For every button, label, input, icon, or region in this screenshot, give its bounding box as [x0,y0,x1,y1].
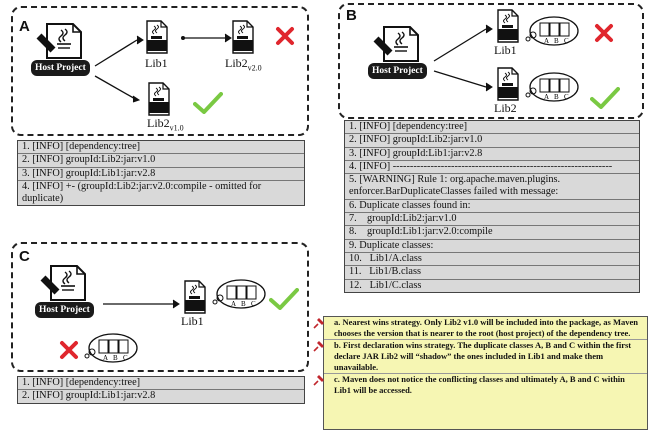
lib1-name: Lib1 [494,43,517,57]
check-icon-c [269,288,299,310]
cloud-letter: C [564,93,569,101]
lib2-v1-version: v1.0 [169,123,184,133]
panel-b: B Host Project Lib1 A B C Lib2 A B C [338,3,644,119]
log-line: 6. Duplicate classes found in: [345,200,639,214]
log-line: 1. [INFO] [dependency:tree] [18,377,304,391]
host-project-label: Host Project [35,302,94,318]
cloud-letter: C [564,37,569,45]
dependency-arrows [94,33,232,103]
log-c: 1. [INFO] [dependency:tree] 2. [INFO] gr… [17,376,305,404]
log-line: 10. Lib1/A.class [345,253,639,267]
jar-icon-lib1 [496,9,520,43]
cross-icon-b [594,23,614,43]
class-cloud-icon: A B C [84,333,138,363]
pin-icon [313,317,325,329]
lib2-v1-label: Lib2 [147,116,170,130]
jar-icon-lib1 [145,20,169,54]
host-project: Host Project [368,25,430,91]
log-line: 1. [INFO] [dependency:tree] [18,141,304,155]
jar-icon-lib1 [183,280,207,314]
cloud-letter: C [123,354,128,362]
log-b: 1. [INFO] [dependency:tree] 2. [INFO] gr… [344,120,640,293]
log-line: 2. [INFO] groupId:Lib2:jar:v1.0 [18,154,304,168]
cloud-letter: B [554,37,559,45]
pin-icon [313,340,325,352]
note-a-text: Nearest wins strategy. Only Lib2 v1.0 wi… [334,317,638,338]
log-line: 4. [INFO] ------------------------------… [345,161,639,175]
check-icon-a [193,92,223,114]
explanation-notes: a. Nearest wins strategy. Only Lib2 v1.0… [323,316,648,430]
panel-a-label: A [19,18,30,35]
dependency-arrows [103,299,180,309]
cloud-letter: A [544,37,549,45]
cloud-letter: B [554,93,559,101]
log-line: 3. [INFO] groupId:Lib1:jar:v2.8 [18,168,304,181]
note-b-text: First declaration wins strategy. The dup… [334,340,632,372]
lib1-name: Lib1 [145,56,168,70]
panel-a: A Host Project Lib1 Lib2v2.0 Lib2v1.0 [11,6,309,136]
note-c: c. Maven does not notice the conflicting… [324,373,647,396]
lib2-v1-name: Lib2v1.0 [147,116,184,132]
lib2-v2-name: Lib2v2.0 [225,56,262,72]
note-b: b. First declaration wins strategy. The … [324,339,647,373]
cloud-letter: A [103,354,108,362]
jar-icon-lib2 [496,67,520,101]
log-a: 1. [INFO] [dependency:tree] 2. [INFO] gr… [17,140,305,207]
panel-c: C Host Project Lib1 A B C A B C [11,242,309,372]
note-a: a. Nearest wins strategy. Only Lib2 v1.0… [324,317,647,339]
lib2-v2-label: Lib2 [225,56,248,70]
cloud-letter: B [113,354,118,362]
log-line: 12. Lib1/C.class [349,279,422,291]
note-c-prefix: c. [334,374,340,384]
note-a-prefix: a. [334,317,341,327]
log-line: 1. [INFO] [dependency:tree] [345,121,639,135]
panel-c-label: C [19,248,30,265]
host-project-label: Host Project [31,60,90,76]
cross-icon-c [59,340,79,360]
log-line: 11. Lib1/B.class [345,266,639,280]
host-project: Host Project [31,22,93,88]
lib1-name: Lib1 [181,314,204,328]
dependency-arrows [433,24,493,92]
log-line: 7. groupId:Lib2:jar:v1.0 [345,213,639,227]
log-line: 4. [INFO] +- (groupId:Lib2:jar:v2.0:comp… [22,180,262,205]
log-line: 3. [INFO] groupId:Lib1:jar:v2.8 [345,148,639,161]
check-icon-b [590,87,620,109]
cross-icon-a [275,26,295,46]
class-cloud-icon: A B C [212,279,266,309]
log-line: 9. Duplicate classes: [345,240,639,253]
pin-icon [313,374,325,386]
jar-icon-lib2-v1 [147,82,171,116]
host-project: Host Project [35,264,97,330]
lib2-name: Lib2 [494,101,517,115]
jar-icon-lib2-v2 [231,20,255,54]
log-line: 5. [WARNING] Rule 1: org.apache.maven.pl… [345,174,639,200]
host-project-label: Host Project [368,63,427,79]
cloud-letter: A [231,300,236,308]
note-b-prefix: b. [334,340,341,350]
cloud-letter: B [241,300,246,308]
log-line: 2. [INFO] groupId:Lib2:jar:v1.0 [345,134,639,148]
cloud-letter: C [251,300,256,308]
note-c-text: Maven does not notice the conflicting cl… [334,374,625,395]
log-line: 8. groupId:Lib1:jar:v2.0:compile [345,226,639,240]
panel-b-label: B [346,7,357,24]
class-cloud-icon: A B C [525,16,579,46]
class-cloud-icon: A B C [525,72,579,102]
log-line: 2. [INFO] groupId:Lib1:jar:v2.8 [22,390,156,402]
cloud-letter: A [544,93,549,101]
lib2-v2-version: v2.0 [247,63,262,73]
